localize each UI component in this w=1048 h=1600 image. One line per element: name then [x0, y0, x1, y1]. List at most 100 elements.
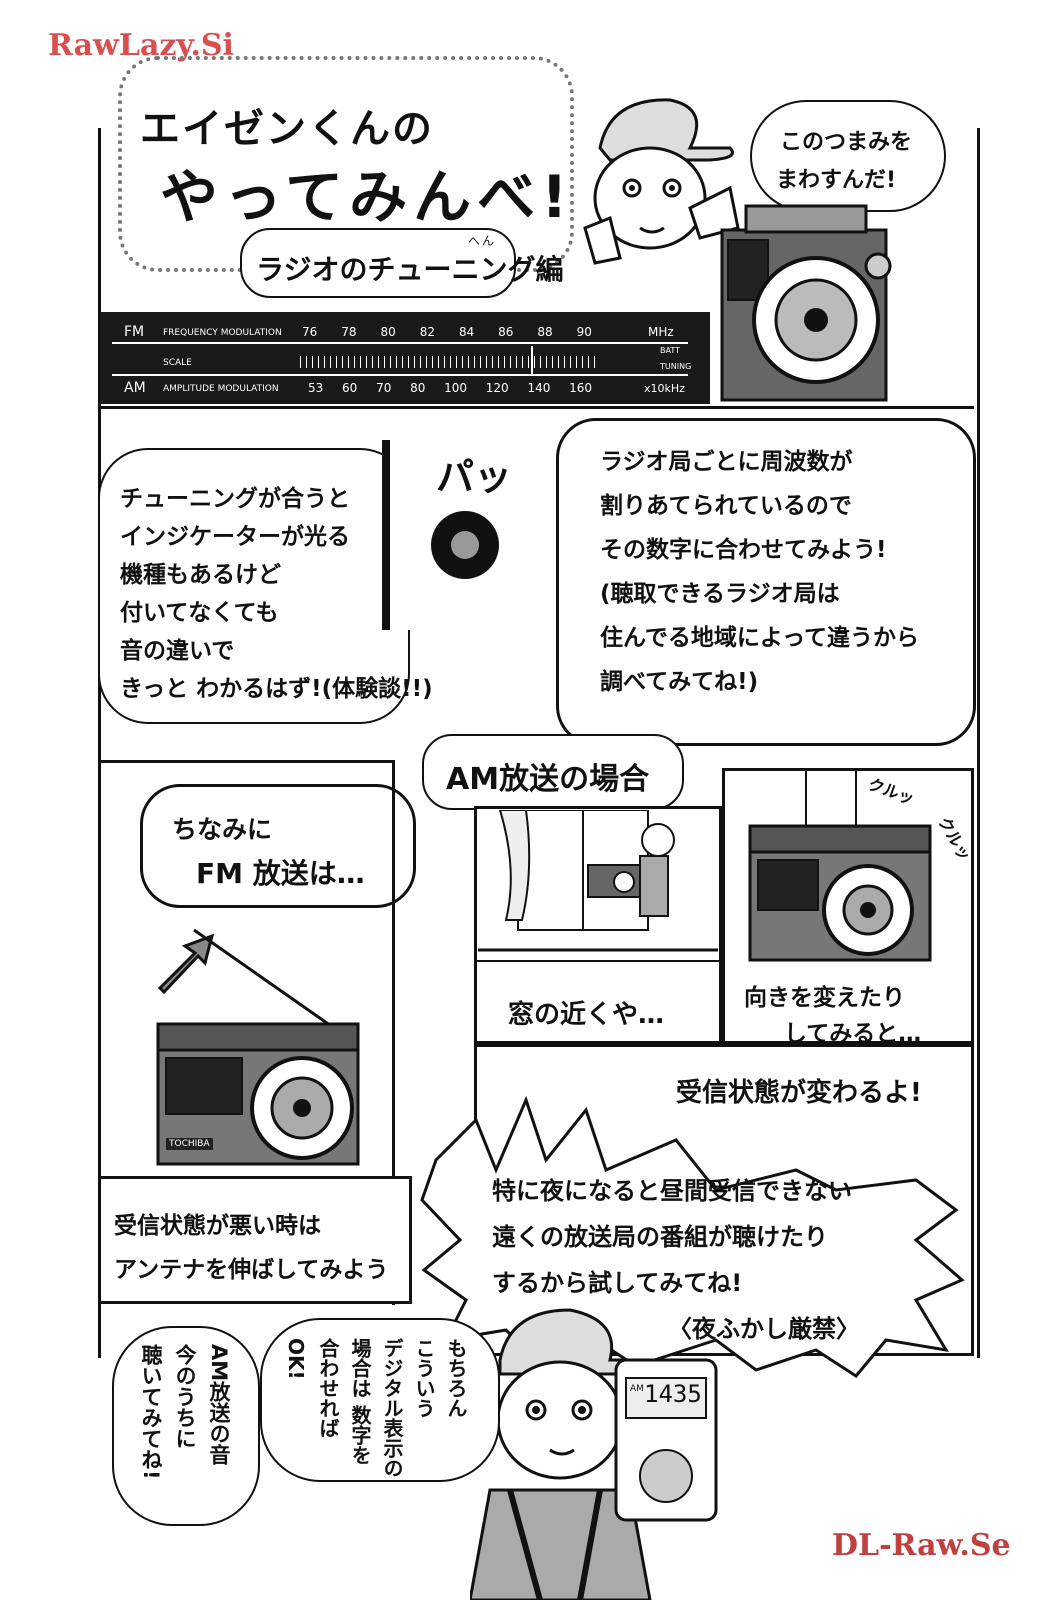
bottom-speech: [260, 1318, 500, 1482]
bottom-speech-col: 合わせれば: [316, 1338, 340, 1438]
freq-line: 割りあてられているので: [600, 493, 852, 519]
bottom-speech-col: デジタル表示の: [380, 1338, 404, 1478]
dial-scale-label: SCALE: [163, 358, 192, 368]
bottom-left-speech-col: 今のうちに: [173, 1344, 197, 1449]
fm-tick: 76: [302, 325, 318, 339]
subtitle-ruby: へん: [468, 234, 497, 248]
fm-bubble-line1: ちなみに: [172, 815, 273, 844]
digital-radio-band: AM: [630, 1384, 644, 1394]
dial-fm-unit: MHz: [648, 325, 674, 339]
am-tick: 60: [342, 381, 358, 395]
fm-tick: 86: [498, 325, 514, 339]
dial-am-ticks: 53 60 70 80 100 120 140 160: [308, 381, 592, 395]
freq-panel: [556, 418, 976, 746]
freq-text: ラジオ局ごとに周波数が 割りあてられているので その数字に合わせてみよう! (聴…: [600, 440, 919, 704]
indicator-light-icon: [431, 511, 499, 579]
fm-tick: 84: [458, 325, 475, 339]
indicator-text: チューニングが合うと インジケーターが光る 機種もあるけど 付いてなくても 音の…: [120, 480, 433, 708]
antenna-arrow-icon: [157, 933, 215, 995]
row-divider: [100, 406, 974, 409]
freq-line: ラジオ局ごとに周波数が: [600, 449, 853, 475]
fm-tick: 82: [419, 325, 435, 339]
bottom-left-speech-col: 聴いてみてね!: [139, 1344, 163, 1480]
am-tick: 100: [444, 381, 468, 395]
fm-tick: 88: [537, 325, 553, 339]
speech-top-right-line1: このつまみを: [780, 130, 913, 155]
dial-tuning: TUNING: [660, 362, 692, 371]
dial-batt: BATT: [660, 346, 680, 355]
dial-am-label: AM: [124, 380, 146, 396]
am-tick: 70: [376, 381, 392, 395]
night-line: 特に夜になると昼間受信できない: [492, 1177, 852, 1205]
subtitle: ラジオのチューニング編: [256, 253, 564, 286]
dial-fm-label: FM: [124, 324, 145, 340]
dial-top-line: [112, 342, 688, 344]
dial-fm-text: FREQUENCY MODULATION: [163, 328, 282, 338]
indicator-line: チューニングが合うと: [120, 486, 350, 512]
indicator-line: インジケーターが光る: [120, 524, 350, 550]
watermark-bottom: DL-Raw.Se: [832, 1528, 1011, 1563]
bottom-speech-col: 場合は 数字を: [348, 1338, 372, 1465]
turn-caption-line1: 向きを変えたり: [744, 985, 905, 1011]
indicator-line: きっと わかるはず!(体験談!!): [120, 676, 433, 702]
fm-caption-panel: [98, 1176, 412, 1304]
bottom-speech-col: もちろん: [444, 1338, 468, 1418]
indicator-bubble: [98, 448, 410, 724]
freq-line: 調べてみてね!): [600, 669, 759, 695]
indicator-line: 音の違いで: [120, 638, 235, 664]
freq-line: (聴取できるラジオ局は: [600, 581, 840, 607]
am-tick: 53: [308, 381, 324, 395]
indicator-line: 機種もあるけど: [120, 562, 281, 588]
fm-tick: 90: [576, 325, 592, 339]
boy-top-illustration: [583, 98, 740, 265]
am-tick: 140: [527, 381, 551, 395]
am-tick: 80: [410, 381, 426, 395]
window-scene-illustration: [478, 810, 718, 952]
boombox-top-illustration: [720, 204, 892, 402]
boy-bottom-illustration: [470, 1308, 652, 1600]
indicator-line: 付いてなくても: [120, 600, 279, 626]
night-line: するから試してみてね!: [492, 1269, 743, 1297]
dial-bottom-line: [112, 374, 688, 376]
am-header-text: AM放送の場合: [446, 762, 650, 797]
fm-tick: 80: [380, 325, 396, 339]
title-line1: エイゼンくんの: [140, 106, 434, 152]
bottom-left-speech: [112, 1326, 260, 1526]
subtitle-box: [240, 228, 516, 298]
speech-top-right: [750, 100, 946, 212]
turn-caption-line2: してみると…: [784, 1021, 922, 1047]
indicator-sfx: パッ: [436, 455, 513, 499]
night-line: 遠くの放送局の番組が聴けたり: [492, 1223, 828, 1251]
am-tick: 120: [485, 381, 509, 395]
page-frame: [98, 128, 980, 1358]
digital-radio-illustration: [614, 1358, 718, 1522]
fm-bubble: [140, 784, 416, 908]
freq-line: その数字に合わせてみよう!: [600, 537, 887, 563]
fm-tick: 78: [341, 325, 357, 339]
speech-top-right-line2: まわすんだ!: [776, 168, 897, 193]
dial-scale-ticks: [300, 356, 600, 368]
window-caption: 窓の近くや…: [508, 1000, 665, 1030]
fm-caption-line1: 受信状態が悪い時は: [114, 1213, 321, 1239]
fm-caption-line2: アンテナを伸ばしてみよう: [114, 1257, 389, 1283]
fm-bubble-line2: FM 放送は…: [196, 857, 365, 890]
night-line: 〈夜ふかし厳禁〉: [668, 1315, 860, 1343]
dial-am-text: AMPLITUDE MODULATION: [163, 384, 279, 394]
fm-panel-frame: [98, 760, 395, 1305]
dial-fm-ticks: 76 78 80 82 84 86 88 90: [302, 325, 592, 339]
bottom-speech-text: もちろん こういう デジタル表示の 場合は 数字を 合わせれば OK!: [280, 1338, 472, 1478]
freq-line: 住んでる地域によって違うから: [600, 625, 920, 651]
dial-needle: [531, 346, 533, 376]
dial-am-unit: x10kHz: [644, 382, 685, 395]
boombox-turn-illustration: [748, 770, 932, 962]
reception-caption: 受信状態が変わるよ!: [676, 1078, 922, 1108]
digital-radio-freq: 1435: [644, 1380, 702, 1408]
boombox-fm-illustration: [156, 928, 360, 1166]
window-caption-divider: [476, 960, 722, 962]
bottom-left-speech-text: AM放送の音 今のうちに 聴いてみてね!: [134, 1344, 236, 1514]
title-line2: やってみんべ!: [160, 163, 574, 231]
am-tick: 160: [569, 381, 592, 395]
bottom-speech-col: OK!: [284, 1338, 308, 1380]
bottom-left-speech-col: AM放送の音: [207, 1344, 231, 1466]
boombox-brand: TOCHIBA: [166, 1138, 213, 1150]
